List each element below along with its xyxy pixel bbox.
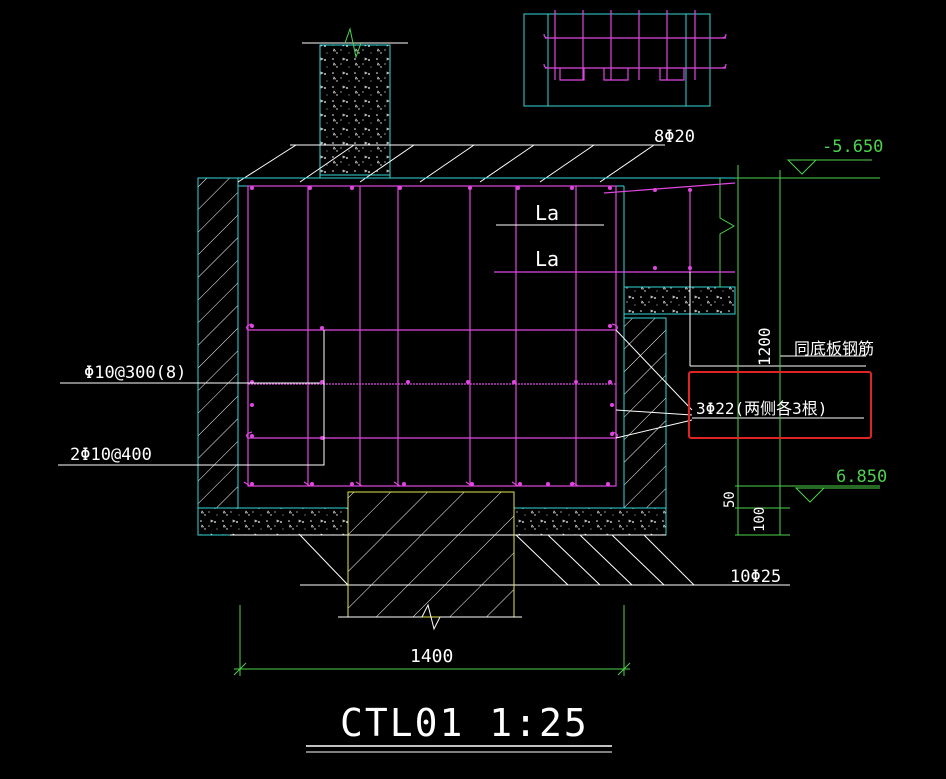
dim-100-label: 100 [752,507,768,532]
reinforcement [243,182,736,487]
beam-section [197,144,790,631]
same-as-slab-label: 同底板钢筋 [794,339,874,358]
stirrups-label: Φ10@300(8) [84,363,186,383]
top-bars-label: 8Φ20 [654,127,695,147]
rebar-detail-sketch [523,10,727,107]
la-label-2: La [535,247,559,271]
width-dimension-label: 1400 [410,646,453,667]
elevation-top-label: -5.650 [822,137,883,157]
bottom-bars-label: 10Φ25 [730,567,781,587]
leaders [58,144,866,466]
dim-50-label: 50 [722,491,738,508]
drawing-title: CTL01 1:25 [340,701,589,745]
ties-label: 2Φ10@400 [70,445,152,465]
upper-wall [302,27,408,178]
elevation-bottom-label: 6.850 [836,467,887,487]
rebar-dots [250,186,692,486]
dim-1200-label: 1200 [755,327,774,366]
dimensions [233,159,880,676]
la-label-1: La [535,201,559,225]
highlight-box [688,371,872,439]
side-bars-label: 3Φ22(两侧各3根) [696,399,827,418]
